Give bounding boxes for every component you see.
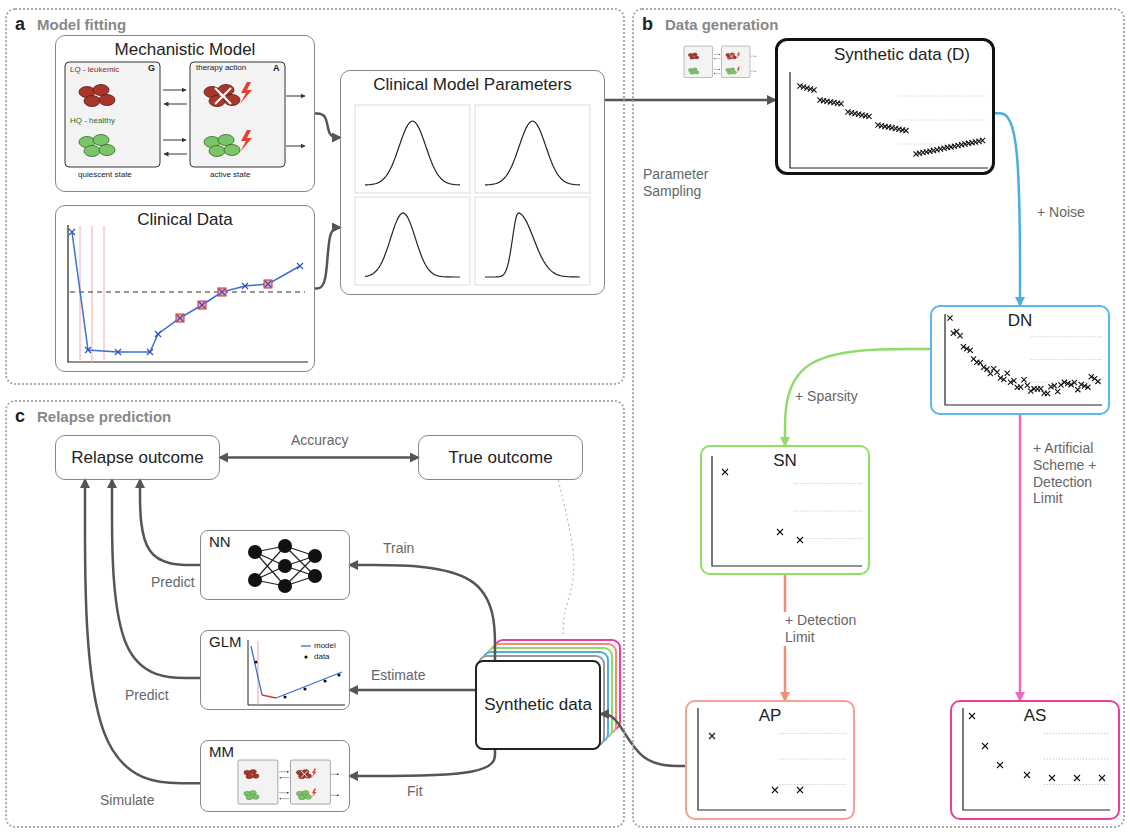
data-box: DN — [930, 305, 1110, 415]
therapy-label: therapy action — [196, 64, 246, 73]
box-title: Mechanistic Model — [115, 40, 256, 60]
method-box: NN — [200, 530, 350, 600]
box-letter: G — [148, 64, 155, 74]
edge-label: Simulate — [97, 792, 157, 809]
box-title: GLM — [209, 633, 242, 650]
parameter-box: Clinical Model Parameters — [340, 70, 605, 295]
panel: c Relapse predictionRelapse outcome True o… — [5, 400, 625, 828]
connector — [1019, 415, 1022, 700]
cell-label: HQ - healthy — [70, 117, 115, 126]
edge-label: Fit — [404, 783, 426, 800]
panel: b Data generationSynthetic data (D) DN SN AP… — [632, 8, 1125, 828]
state-label: active state — [210, 171, 250, 180]
edge-label: Predict — [122, 687, 172, 704]
legend-item: model — [314, 642, 336, 650]
box-title: AS — [1024, 706, 1047, 726]
data-box: AP — [685, 700, 855, 820]
edge-label: Train — [380, 540, 417, 557]
box-title: True outcome — [448, 448, 552, 468]
legend-text: model — [314, 642, 336, 650]
box-title: Synthetic data — [484, 695, 592, 715]
edge-label: + Artificial Scheme + Detection Limit — [1030, 440, 1116, 507]
connector — [85, 480, 200, 783]
box-letter: A — [273, 64, 280, 74]
data-box: SN — [700, 445, 870, 575]
edge-label: Parameter Sampling — [640, 166, 726, 200]
method-box: MM — [200, 740, 350, 812]
connector — [601, 714, 685, 766]
state-label: quiescent state — [78, 171, 132, 180]
connector — [350, 565, 495, 660]
box-title: NN — [209, 533, 231, 550]
outcome-box: True outcome — [418, 435, 583, 480]
box-title: Synthetic data (D) — [834, 45, 970, 65]
box-title: AP — [759, 706, 782, 726]
connector — [558, 480, 574, 636]
connector — [315, 114, 340, 138]
data-box: AS — [950, 700, 1120, 820]
data-box: Synthetic data (D) — [775, 38, 995, 175]
box-title: SN — [773, 451, 797, 471]
box-title: Relapse outcome — [71, 448, 203, 468]
connector — [112, 480, 200, 678]
panel-heading: Relapse prediction — [37, 408, 171, 425]
cell-label: LQ - leukemic — [70, 66, 119, 75]
connector — [785, 349, 930, 445]
edge-label: + Sparsity — [792, 388, 861, 405]
connector — [315, 228, 340, 289]
panel-heading: Data generation — [665, 16, 778, 33]
legend-item: data — [314, 653, 330, 661]
connector — [140, 480, 200, 565]
connector — [220, 456, 418, 459]
panel-letter: b — [642, 14, 653, 35]
box-title: DN — [1008, 311, 1033, 331]
edge-label: Accuracy — [288, 432, 352, 449]
legend-text: data — [314, 653, 330, 661]
panel: a Model fittingMechanistic ModelClinical … — [5, 8, 625, 385]
model-box: Mechanistic Model — [55, 35, 315, 192]
panel-letter: c — [15, 406, 25, 427]
outcome-box: Relapse outcome — [55, 435, 220, 480]
edge-label: + Detection Limit — [782, 612, 870, 646]
box-title: MM — [209, 743, 234, 760]
panel-heading: Model fitting — [37, 16, 126, 33]
data-box: Clinical Data — [55, 205, 315, 372]
edge-label: Estimate — [368, 667, 428, 684]
box-title: Clinical Model Parameters — [373, 75, 571, 95]
data-stack-box: Synthetic data — [475, 660, 601, 750]
box-title: Clinical Data — [137, 210, 232, 230]
connector — [995, 113, 1020, 305]
connector — [605, 99, 775, 102]
edge-label: Predict — [148, 574, 198, 591]
edge-label: + Noise — [1034, 204, 1088, 221]
panel-letter: a — [15, 14, 25, 35]
connector — [350, 689, 475, 692]
connector — [350, 750, 495, 776]
